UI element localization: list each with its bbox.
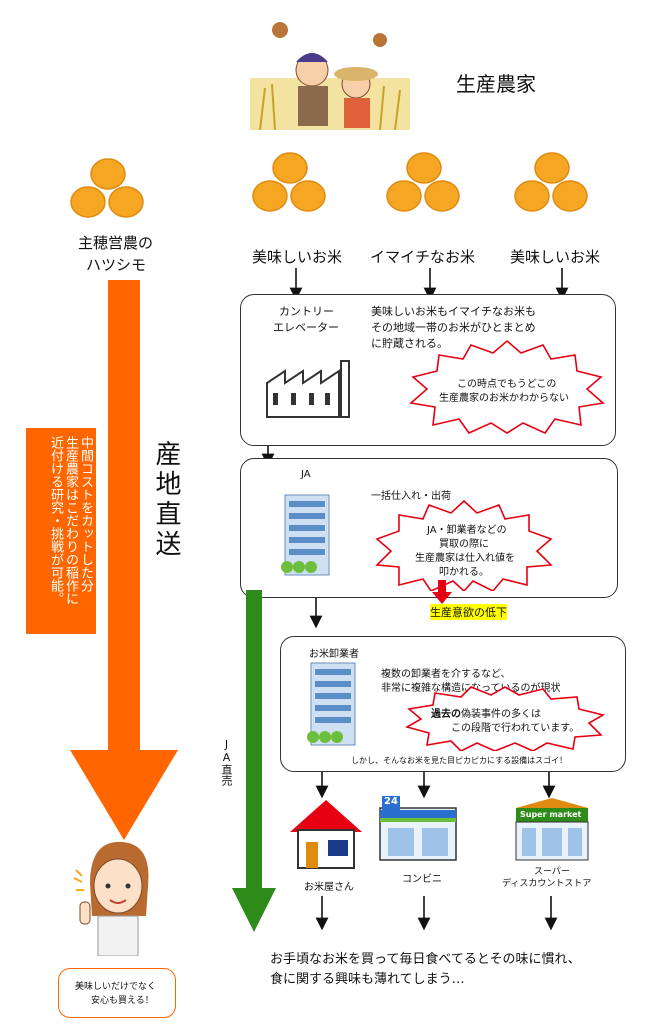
rice-type-mediocre: イマイチなお米: [370, 248, 476, 266]
rice-bales-1: [250, 152, 330, 216]
farmer-illustration: [250, 18, 410, 130]
cost-cut-note-line-1: 中間コストをカットした分: [78, 436, 93, 592]
farmer-label: 生産農家: [456, 72, 536, 96]
ja-desc: 一括仕入れ・出荷: [371, 491, 451, 502]
wholesaler-burst: 過去の偽装事件の多くは この段階で行われています。: [405, 685, 605, 751]
wholesaler-burst-bold: 過去の: [431, 709, 461, 720]
elevator-box: カントリー エレベーター 美味しいお米もイマイチなお米も その地域一帯のお米がひ…: [240, 294, 616, 446]
rice-type-good-1: 美味しいお米: [252, 248, 343, 266]
rice-bales-2: [384, 152, 464, 216]
elevator-burst-line-1: この時点でもうどこの: [457, 379, 557, 390]
elevator-title-1: カントリー: [279, 305, 334, 318]
decline-red-arrow: [432, 580, 452, 604]
ja-burst-line-1: JA・卸業者などの: [427, 525, 507, 536]
left-farmer-name: 主穂営農の: [78, 234, 154, 252]
direct-delivery-label: 産地直送: [151, 440, 181, 560]
convenience-label: コンビニ: [402, 874, 442, 885]
convenience-sign: 24: [384, 796, 398, 807]
cost-cut-note-line-2: 生産農家はこだわりの稲作に: [63, 436, 78, 605]
rice-shop-label: お米屋さん: [304, 882, 354, 893]
ja-building-icon: [277, 493, 339, 579]
consumer-note-line-2: 安心も買える！: [91, 996, 154, 1006]
ja-burst-line-3: 生産農家は仕入れ値を: [415, 553, 515, 564]
ja-direct-label: JA直売: [220, 738, 233, 786]
consumer-note-line-1: 美味しいだけでなく: [75, 982, 157, 992]
conclusion-line-2: 食に関する興味も薄れてしまう…: [270, 972, 465, 987]
cost-cut-note-line-3: 近付ける研究・挑戦が可能。: [48, 436, 63, 605]
consumer-note-box: 美味しいだけでなく 安心も買える！: [58, 968, 176, 1018]
rice-bales-3: [512, 152, 592, 216]
factory-icon: [263, 357, 353, 419]
wholesaler-footnote: しかし、そんなお米を見た目ピカピカにする設備はスゴイ！: [351, 756, 568, 765]
rice-type-good-2: 美味しいお米: [510, 248, 601, 266]
left-farmer-product: ハツシモ: [86, 256, 147, 274]
ja-burst: JA・卸業者などの 買取の際に 生産農家は仕入れ値を 叩かれる。: [375, 499, 553, 591]
convenience-store-icon: 24: [378, 796, 458, 862]
wholesaler-building-icon: [303, 661, 365, 749]
elevator-desc-2: その地域一帯のお米がひとまとめ: [371, 321, 536, 334]
ja-burst-line-4: 叩かれる。: [439, 567, 489, 578]
elevator-burst: この時点でもうどこの 生産農家のお米かわからない: [409, 339, 605, 435]
wholesaler-box: お米卸業者 複数の卸業者を介するなど、 非常に複雑な構造になっているのが現状 過…: [280, 636, 626, 772]
elevator-title-2: エレベーター: [273, 321, 339, 334]
cost-cut-note: 中間コストをカットした分 生産農家はこだわりの稲作に 近付ける研究・挑戦が可能。: [26, 428, 96, 634]
motivation-decline: 生産意欲の低下: [430, 604, 507, 620]
ja-burst-line-2: 買取の際に: [439, 539, 489, 550]
rice-shop-icon: [288, 798, 364, 870]
rice-bales-left: [68, 158, 148, 222]
ja-title: JA: [301, 469, 311, 480]
ja-box: JA 一括仕入れ・出荷 JA・卸業者などの 買取の際に 生産農家は仕入れ値を 叩…: [240, 458, 618, 598]
ja-direct-arrow: [232, 590, 278, 932]
supermarket-label-2: ディスカウントストア: [502, 879, 592, 889]
supermarket-icon: Super market: [512, 798, 592, 862]
supermarket-sign: Super market: [520, 810, 582, 819]
consumer-illustration: [70, 836, 160, 956]
elevator-desc-3: に貯蔵される。: [371, 337, 448, 350]
wholesaler-burst-line-2: この段階で行われています。: [451, 723, 580, 734]
wholesaler-title: お米卸業者: [309, 649, 359, 660]
wholesaler-desc-1: 複数の卸業者を介するなど、: [381, 669, 511, 680]
elevator-burst-line-2: 生産農家のお米かわからない: [439, 393, 569, 404]
conclusion-line-1: お手頃なお米を買って毎日食べてるとその味に慣れ、: [270, 952, 581, 967]
elevator-desc-1: 美味しいお米もイマイチなお米も: [371, 305, 536, 318]
direct-delivery-arrow: [70, 280, 180, 840]
supermarket-label-1: スーパー: [534, 867, 570, 877]
wholesaler-burst-rest: 偽装事件の多くは: [461, 709, 541, 720]
